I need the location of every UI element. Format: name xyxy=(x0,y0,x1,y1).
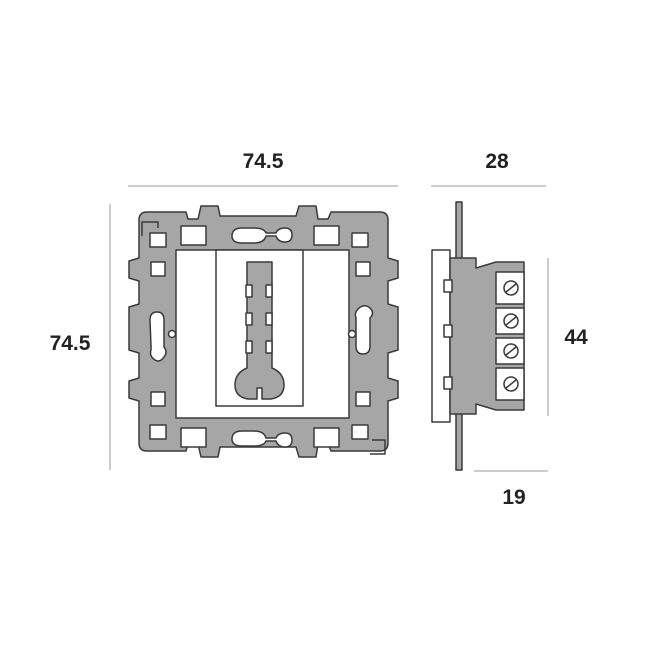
plate-window xyxy=(150,391,166,407)
keyhole-slot xyxy=(231,430,293,448)
plate-window xyxy=(180,225,207,246)
terminal-pin xyxy=(265,284,273,298)
plate-window xyxy=(149,232,167,248)
side-depth-label: 28 xyxy=(485,150,509,173)
front-view xyxy=(128,205,399,458)
terminal-pin xyxy=(245,340,253,354)
side-height-label: 44 xyxy=(564,326,588,349)
side-notch xyxy=(443,324,453,338)
keyhole-slot xyxy=(231,227,293,244)
plate-window xyxy=(351,424,369,440)
side-body-depth-label: 19 xyxy=(502,486,525,509)
plate-window xyxy=(149,424,167,440)
side-notch xyxy=(443,376,453,390)
screw-hole xyxy=(347,329,357,339)
front-width-label: 74.5 xyxy=(243,150,284,173)
plate-window xyxy=(355,261,371,277)
terminal-pin xyxy=(265,340,273,354)
corner-clip xyxy=(141,221,159,236)
side-view xyxy=(431,201,525,471)
terminal-pin xyxy=(245,312,253,326)
terminal-pin xyxy=(245,284,253,298)
front-height-label: 74.5 xyxy=(50,332,91,355)
plate-window xyxy=(150,261,166,277)
plate-window xyxy=(313,225,340,246)
keyhole-slot xyxy=(354,305,374,355)
plate-window xyxy=(313,427,340,448)
side-notch xyxy=(443,279,453,293)
plate-window xyxy=(351,232,369,248)
screw-slot xyxy=(505,346,517,356)
plate-window xyxy=(180,427,207,448)
terminal-pin xyxy=(265,312,273,326)
keyhole-slot xyxy=(149,311,167,362)
screw-slot xyxy=(505,379,517,389)
plate-window xyxy=(355,391,371,407)
corner-clip xyxy=(370,439,386,455)
screw-slot xyxy=(505,283,517,293)
screw-slot xyxy=(505,316,517,326)
screw-hole xyxy=(167,329,177,339)
